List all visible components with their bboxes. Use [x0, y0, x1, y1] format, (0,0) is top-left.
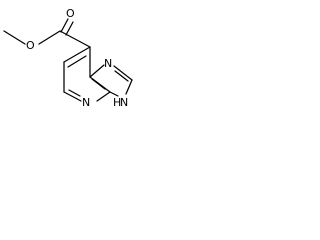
atom-label-pyridine-nitrogen: N [82, 96, 90, 109]
atom-label-carbonyl-oxygen: O [66, 7, 75, 20]
bond-n1-c2 [113, 65, 133, 81]
bond-nh-c3a [109, 91, 119, 97]
bond-c2-nh [125, 79, 133, 95]
bond-carbonyl-c-o-1 [60, 18, 69, 33]
bond-n4-c3a [96, 91, 111, 102]
bond-carbonyl-c-o-2 [65, 21, 74, 36]
bond-o-carbonyl [38, 30, 61, 45]
bond-methyl-o [3, 30, 26, 45]
bond-c7a-n1 [89, 64, 105, 78]
bond-carbonyl-ring [59, 30, 91, 48]
atom-label-nh-hydrogen: H [113, 96, 121, 109]
chemical-structure: O O N N H N [3, 7, 133, 109]
bond-c5-n4-inner [68, 89, 81, 97]
bond-c6-c6-inner [67, 55, 87, 68]
atom-label-methyl-oxygen: O [26, 39, 35, 52]
atom-label-imidazole-nitrogen: N [104, 57, 112, 70]
bond-c7-c6 [63, 46, 91, 63]
bond-c3a-c7a-inner [91, 78, 106, 90]
atom-label-nh-nitrogen: N [120, 96, 128, 109]
bond-n1-c2-inner [114, 70, 129, 82]
bond-c5-n4 [63, 91, 82, 102]
